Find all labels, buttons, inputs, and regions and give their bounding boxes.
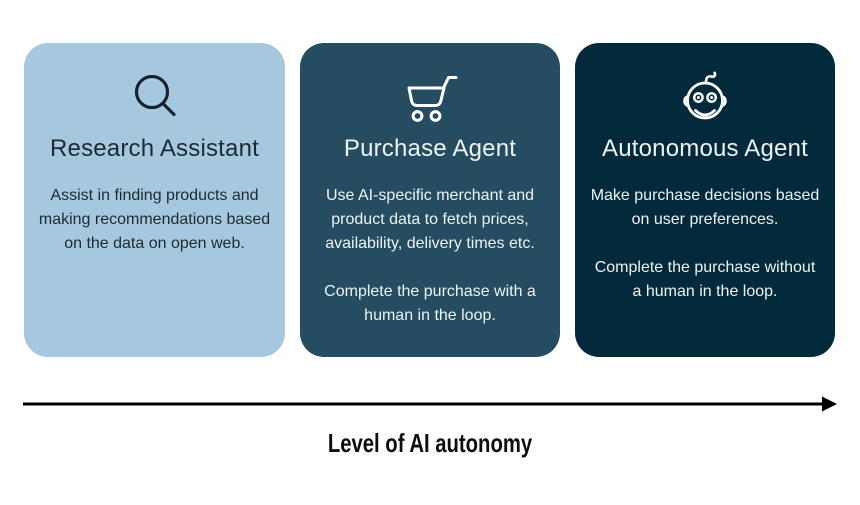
card-autonomous-agent: Autonomous Agent Make purchase decisions… <box>575 43 835 357</box>
card-paragraph: Complete the purchase without a human in… <box>594 259 816 300</box>
card-description: Make purchase decisions based on user pr… <box>589 184 821 304</box>
autonomy-axis-arrow <box>23 396 837 412</box>
card-description: Assist in finding products and making re… <box>38 184 271 256</box>
robot-icon <box>673 69 737 127</box>
card-title: Purchase Agent <box>343 135 517 162</box>
magnifier-icon <box>127 69 183 127</box>
card-description: Use AI-specific merchant and product dat… <box>314 184 546 328</box>
card-title: Autonomous Agent <box>601 135 809 162</box>
card-purchase-agent: Purchase Agent Use AI-specific merchant … <box>300 43 560 357</box>
card-research-assistant: Research Assistant Assist in finding pro… <box>24 43 285 357</box>
shopping-cart-icon <box>400 69 460 127</box>
card-paragraph: Assist in finding products and making re… <box>38 187 271 252</box>
card-paragraph: Make purchase decisions based on user pr… <box>590 187 820 228</box>
card-paragraph: Use AI-specific merchant and product dat… <box>325 187 535 252</box>
autonomy-axis-label: Level of AI autonomy <box>0 428 860 459</box>
card-title: Research Assistant <box>49 135 260 162</box>
card-paragraph: Complete the purchase with a human in th… <box>324 283 536 324</box>
autonomy-axis-label-text: Level of AI autonomy <box>327 428 533 458</box>
